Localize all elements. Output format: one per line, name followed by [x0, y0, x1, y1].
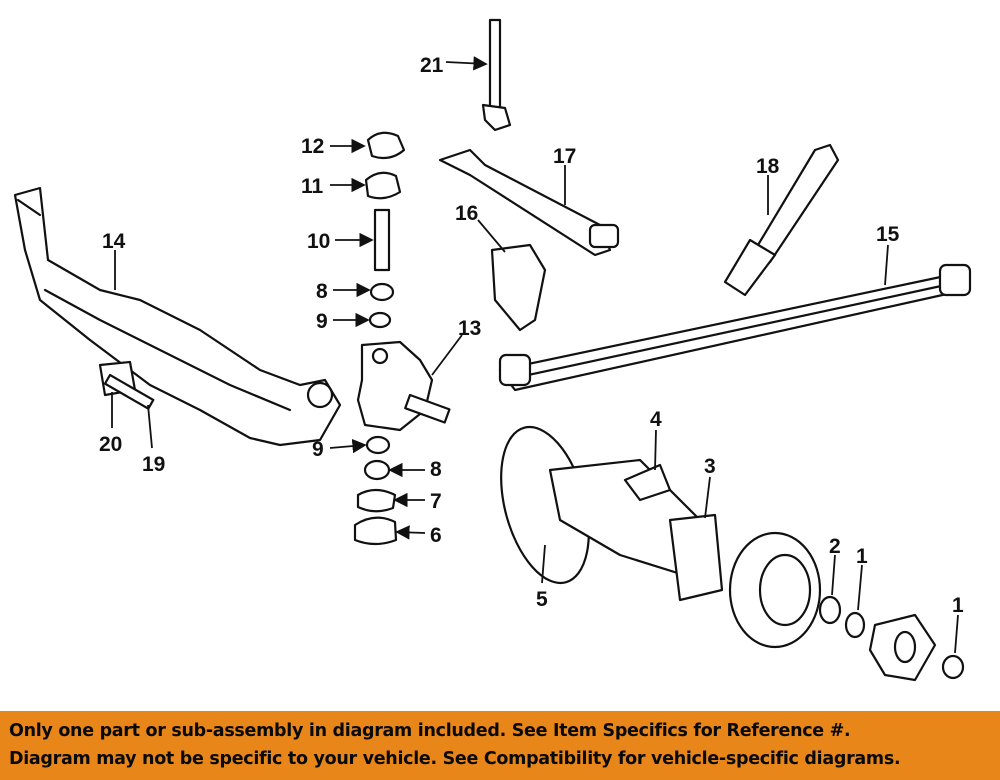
- spring-hanger-part: [490, 243, 547, 332]
- brake-rotor-part: [728, 531, 822, 649]
- callout-4: 4: [650, 408, 662, 431]
- radius-arm-part: [438, 148, 620, 257]
- callout-3: 3: [704, 455, 716, 478]
- hub-part: [868, 613, 937, 682]
- bearing-lower-part: [365, 435, 391, 455]
- disclaimer-banner: Only one part or sub-assembly in diagram…: [0, 711, 1000, 780]
- cap-lower-part: [353, 516, 398, 546]
- bearing-part: [818, 595, 842, 625]
- king-pin-part: [373, 208, 391, 272]
- callout-10: 10: [307, 230, 330, 253]
- callout-1-outer: 1: [952, 594, 964, 617]
- callout-6: 6: [430, 524, 442, 547]
- callout-1-inner: 1: [856, 545, 868, 568]
- callout-15: 15: [876, 223, 900, 246]
- seal-lower-part: [356, 488, 397, 513]
- cap-part: [366, 131, 406, 160]
- callout-18: 18: [756, 155, 780, 178]
- callout-7: 7: [430, 490, 442, 513]
- callout-8-lower: 8: [430, 458, 442, 481]
- callout-9-lower: 9: [312, 438, 324, 461]
- leaf-spring-part: [498, 263, 972, 392]
- callout-12: 12: [301, 135, 324, 158]
- callout-21: 21: [420, 54, 444, 77]
- callout-11: 11: [301, 175, 324, 198]
- bracket-part: [103, 373, 155, 410]
- disclaimer-line-1: Only one part or sub-assembly in diagram…: [9, 721, 851, 741]
- front-suspension-diagram: 21 12 11 10 8 9 13 14 16 17 18 15 20 19 …: [13, 18, 972, 682]
- tie-rod-end-part: [481, 18, 512, 132]
- callout-20: 20: [99, 433, 122, 456]
- callout-19: 19: [142, 453, 165, 476]
- callout-8-upper: 8: [316, 280, 328, 303]
- callout-9-upper: 9: [316, 310, 328, 333]
- inner-bearing-part: [844, 611, 866, 639]
- steering-knuckle-part: [356, 340, 451, 432]
- bushing-lower-part: [363, 459, 391, 481]
- seal-part: [364, 171, 402, 200]
- callout-16: 16: [455, 202, 478, 225]
- bushing-upper-part: [369, 282, 395, 302]
- flange-part: [668, 513, 724, 602]
- axle-beam-part: [13, 186, 342, 447]
- shock-absorber-part: [723, 143, 840, 297]
- callout-13: 13: [458, 317, 481, 340]
- callout-2: 2: [829, 535, 841, 558]
- bearing-upper-part: [368, 311, 392, 329]
- disclaimer-line-2: Diagram may not be specific to your vehi…: [9, 749, 901, 769]
- callout-5: 5: [536, 588, 548, 611]
- nut-part: [941, 654, 965, 680]
- callout-17: 17: [553, 145, 576, 168]
- callout-14: 14: [102, 230, 126, 253]
